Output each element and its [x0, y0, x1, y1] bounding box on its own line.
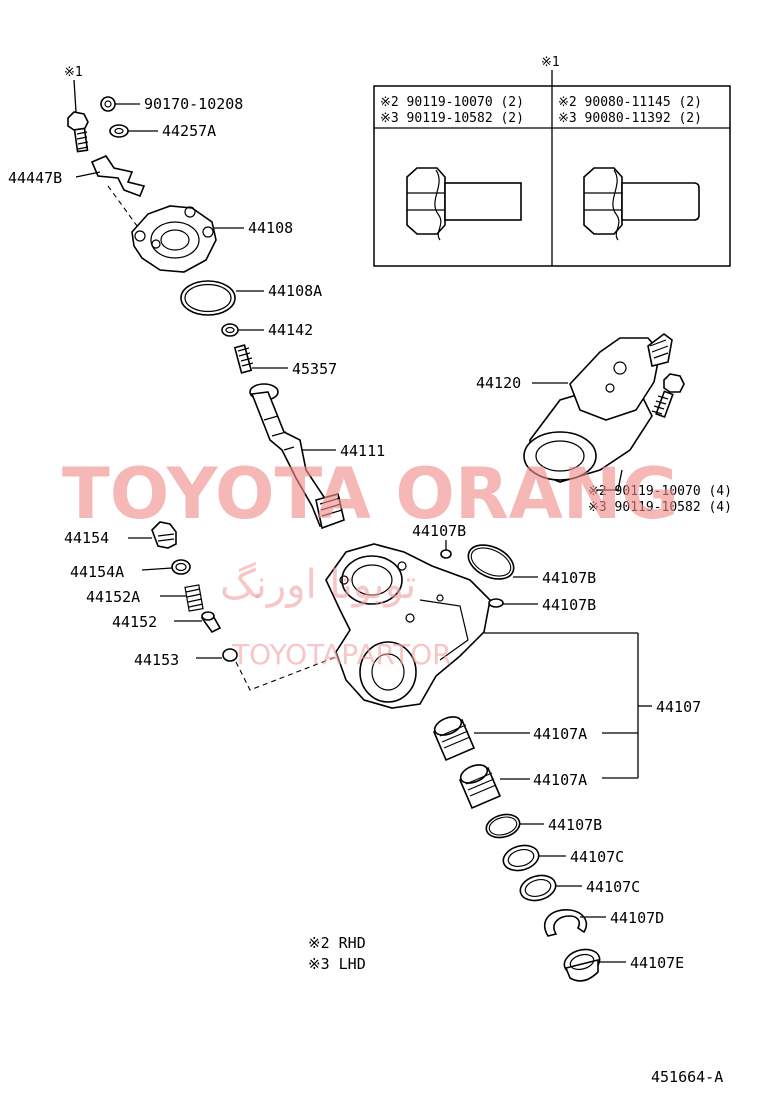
- label-bolt-lhd: ※3 90119-10582 (4): [588, 500, 732, 515]
- label-44108A: 44108A: [268, 282, 322, 300]
- label-44107B-small: 44107B: [542, 596, 596, 614]
- label-44107D: 44107D: [610, 909, 664, 927]
- label-44107: 44107: [656, 698, 701, 716]
- label-44120: 44120: [476, 374, 521, 392]
- label-44152A: 44152A: [86, 588, 140, 606]
- table-left-row2: ※3 90119-10582 (2): [380, 111, 524, 126]
- label-44107B-ring: 44107B: [542, 569, 596, 587]
- needle-bearings: 44107A 44107A: [432, 716, 638, 810]
- label-44152: 44152: [112, 613, 157, 631]
- label-44111: 44111: [340, 442, 385, 460]
- label-44107B-bottom: 44107B: [548, 816, 602, 834]
- market-legend: ※2 RHD ※3 LHD: [308, 934, 366, 973]
- watermark-sub: TOYOTAPARTOR: [231, 638, 452, 671]
- label-44142: 44142: [268, 321, 313, 339]
- control-valve-assembly: 44120: [476, 333, 673, 483]
- valve-cover-assembly: 44108 44108A 44142 45357: [131, 205, 337, 378]
- label-44154: 44154: [64, 529, 109, 547]
- sector-shaft-assembly: 44111: [249, 383, 385, 530]
- bolt-spec-table: ※1 ※2 90119-10070 (2) ※3 90119-10582 (2)…: [373, 55, 731, 267]
- ref1-mark: ※1: [64, 65, 83, 80]
- label-90170-10208: 90170-10208: [144, 95, 243, 113]
- valve-bolt: ※2 90119-10070 (4) ※3 90119-10582 (4): [588, 373, 732, 515]
- label-44107E: 44107E: [630, 954, 684, 972]
- table-ref-mark: ※1: [541, 55, 560, 70]
- legend-rhd: ※2 RHD: [308, 934, 366, 952]
- watermark-main: TOYOTA ORANG: [62, 453, 679, 535]
- label-44107C-1: 44107C: [570, 848, 624, 866]
- figure-id: 451664-A: [651, 1068, 723, 1086]
- label-44153: 44153: [134, 651, 179, 669]
- label-44107B-top: 44107B: [412, 522, 466, 540]
- adjusting-parts: 44154 44154A 44152A 44152 44153: [64, 521, 381, 691]
- top-bolt-assembly: ※1 90170-10208 44257A 44447B: [8, 65, 243, 231]
- bottom-seals: 44107B 44107C 44107C 44107D 44107E: [485, 813, 684, 982]
- table-right-row2: ※3 90080-11392 (2): [558, 111, 702, 126]
- gear-housing-44107: 44107: [325, 543, 701, 778]
- short-bolt-illustration: [406, 167, 522, 241]
- label-45357: 45357: [292, 360, 337, 378]
- label-44108: 44108: [248, 219, 293, 237]
- table-left-row1: ※2 90119-10070 (2): [380, 95, 524, 110]
- table-right-row1: ※2 90080-11145 (2): [558, 95, 702, 110]
- label-44154A: 44154A: [70, 563, 124, 581]
- housing-seals: 44107B 44107B 44107B: [412, 522, 596, 614]
- label-44447B: 44447B: [8, 169, 62, 187]
- label-44107C-2: 44107C: [586, 878, 640, 896]
- label-44257A: 44257A: [162, 122, 216, 140]
- label-44107A-1: 44107A: [533, 725, 587, 743]
- label-bolt-rhd: ※2 90119-10070 (4): [588, 484, 732, 499]
- long-bolt-illustration: [583, 167, 700, 241]
- watermark: TOYOTA ORANG تویوتا اورنگ TOYOTAPARTOR: [62, 453, 679, 671]
- label-44107A-2: 44107A: [533, 771, 587, 789]
- watermark-arabic: تویوتا اورنگ: [220, 562, 416, 608]
- legend-lhd: ※3 LHD: [308, 955, 366, 973]
